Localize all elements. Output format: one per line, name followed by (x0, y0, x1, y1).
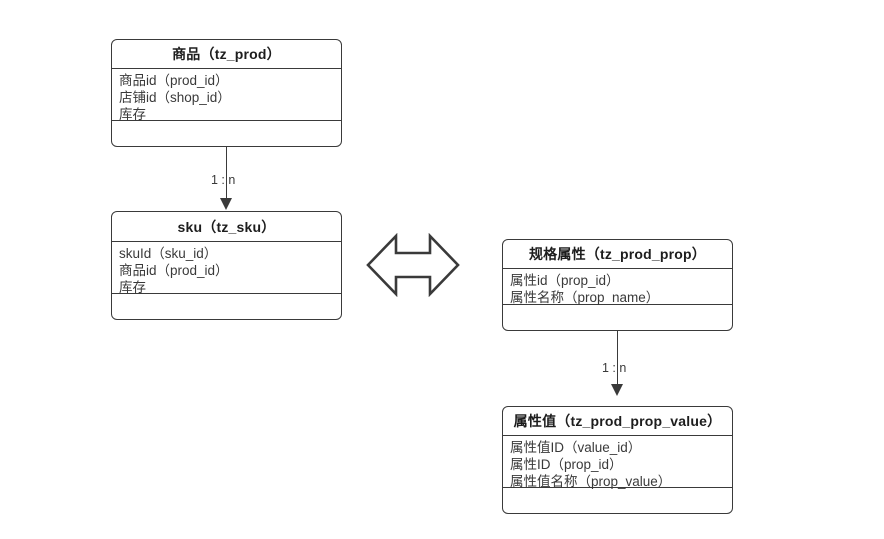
entity-attributes-sku: skuId（sku_id） 商品id（prod_id） 库存 (112, 242, 341, 295)
entity-operations-prod-prop (503, 305, 732, 330)
connector-line (226, 147, 227, 199)
entity-attributes-prod-prop-value: 属性值ID（value_id） 属性ID（prop_id） 属性值名称（prop… (503, 436, 732, 489)
attribute-row: 属性ID（prop_id） (510, 457, 623, 472)
entity-box-prod-prop-value[interactable]: 属性值（tz_prod_prop_value） 属性值ID（value_id） … (502, 406, 733, 514)
attribute-row: 库存 (119, 280, 146, 295)
entity-title-prod-prop-value: 属性值（tz_prod_prop_value） (503, 407, 732, 436)
arrowhead-down-icon (611, 384, 623, 396)
entity-operations-prod (112, 121, 341, 146)
entity-attributes-prod: 商品id（prod_id） 店铺id（shop_id） 库存 (112, 69, 341, 122)
entity-box-prod[interactable]: 商品（tz_prod） 商品id（prod_id） 店铺id（shop_id） … (111, 39, 342, 147)
attribute-row: 属性值名称（prop_value） (510, 474, 672, 489)
attribute-row: 店铺id（shop_id） (119, 90, 231, 105)
entity-box-prod-prop[interactable]: 规格属性（tz_prod_prop） 属性id（prop_id） 属性名称（pr… (502, 239, 733, 331)
connector-label-cardinality: 1 : n (602, 361, 627, 375)
arrowhead-down-icon (220, 198, 232, 210)
attribute-row: 属性名称（prop_name） (510, 290, 660, 305)
connector-label-cardinality: 1 : n (211, 173, 236, 187)
attribute-row: 商品id（prod_id） (119, 73, 229, 88)
attribute-row: skuId（sku_id） (119, 246, 218, 261)
entity-title-prod: 商品（tz_prod） (112, 40, 341, 69)
entity-operations-prod-prop-value (503, 488, 732, 513)
attribute-row: 属性id（prop_id） (510, 273, 620, 288)
entity-box-sku[interactable]: sku（tz_sku） skuId（sku_id） 商品id（prod_id） … (111, 211, 342, 320)
connector-line (617, 331, 618, 385)
entity-title-prod-prop: 规格属性（tz_prod_prop） (503, 240, 732, 269)
attribute-row: 属性值ID（value_id） (510, 440, 642, 455)
attribute-row: 商品id（prod_id） (119, 263, 229, 278)
entity-attributes-prod-prop: 属性id（prop_id） 属性名称（prop_name） (503, 269, 732, 305)
double-headed-arrow-icon (366, 232, 460, 298)
entity-operations-sku (112, 294, 341, 319)
entity-title-sku: sku（tz_sku） (112, 212, 341, 242)
attribute-row: 库存 (119, 107, 146, 122)
